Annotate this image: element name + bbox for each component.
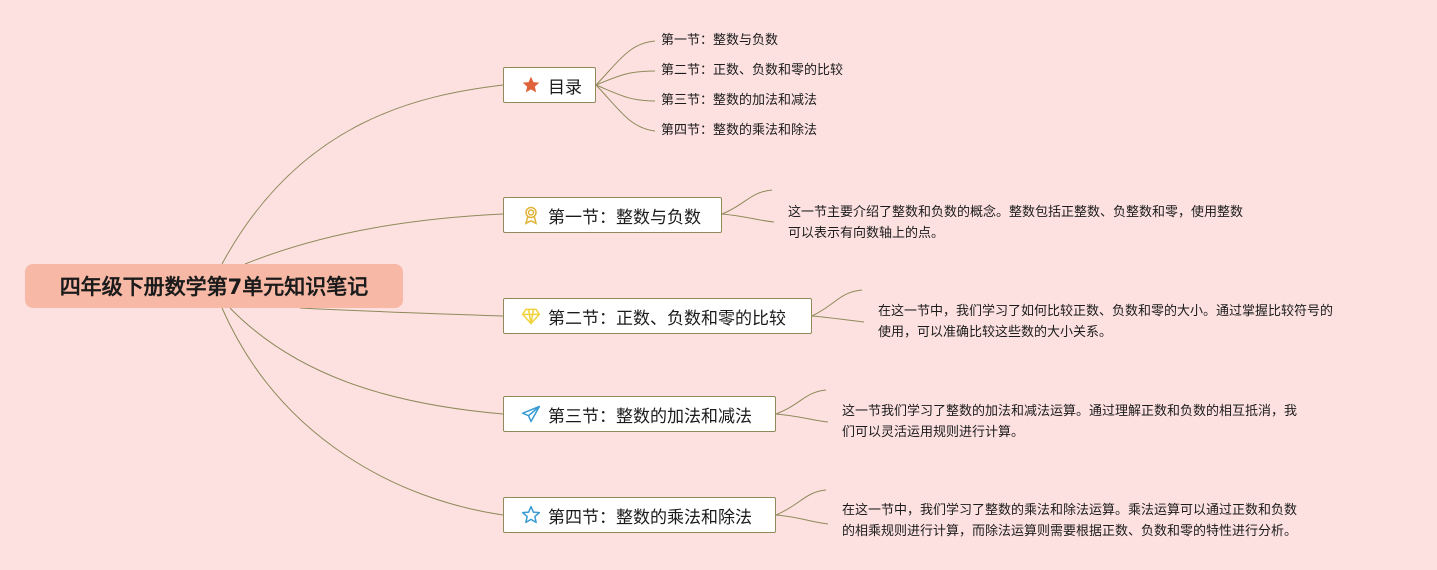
connector-s4-desc xyxy=(775,489,829,525)
connector-root-toc xyxy=(221,84,504,265)
connector-root-s3 xyxy=(229,307,504,415)
section-2-description: 在这一节中，我们学习了如何比较正数、负数和零的大小。通过掌握比较符号的 使用，可… xyxy=(878,301,1333,343)
connector-s3-desc xyxy=(775,389,829,423)
section-1-node[interactable]: 第一节：整数与负数 xyxy=(503,197,722,233)
connector-toc-4 xyxy=(595,84,656,132)
connector-s2-desc xyxy=(811,289,865,323)
section-1-desc-line-2: 可以表示有向数轴上的点。 xyxy=(788,226,945,241)
section-1-label: 第一节：整数与负数 xyxy=(548,207,701,228)
section-3-node[interactable]: 第三节：整数的加法和减法 xyxy=(503,396,776,432)
toc-item-3[interactable]: 第三节：整数的加法和减法 xyxy=(661,93,818,108)
section-2-desc-line-1: 在这一节中，我们学习了如何比较正数、负数和零的大小。通过掌握比较符号的 xyxy=(878,304,1334,319)
paper-plane-icon xyxy=(520,403,542,425)
connector-s1-desc xyxy=(721,189,775,223)
section-3-label: 第三节：整数的加法和减法 xyxy=(548,406,752,427)
section-1-description: 这一节主要介绍了整数和负数的概念。整数包括正整数、负整数和零，使用整数 可以表示… xyxy=(788,202,1243,244)
connector-root-s4 xyxy=(221,307,504,516)
connector-root-s2 xyxy=(299,307,504,317)
section-4-desc-line-1: 在这一节中，我们学习了整数的乘法和除法运算。乘法运算可以通过正数和负数 xyxy=(842,503,1298,518)
connector-root-s1 xyxy=(244,213,504,265)
medal-icon xyxy=(520,204,542,226)
connector-toc-3 xyxy=(595,84,656,102)
section-1-desc-line-1: 这一节主要介绍了整数和负数的概念。整数包括正整数、负整数和零，使用整数 xyxy=(788,205,1244,220)
section-4-label: 第四节：整数的乘法和除法 xyxy=(548,507,752,528)
section-4-description: 在这一节中，我们学习了整数的乘法和除法运算。乘法运算可以通过正数和负数 的相乘规… xyxy=(842,500,1297,542)
toc-label: 目录 xyxy=(548,77,582,98)
section-3-desc-line-2: 们可以灵活运用规则进行计算。 xyxy=(842,425,1025,440)
diamond-icon xyxy=(520,305,542,327)
section-2-label: 第二节：正数、负数和零的比较 xyxy=(548,308,786,329)
toc-item-4[interactable]: 第四节：整数的乘法和除法 xyxy=(661,123,818,138)
toc-item-1[interactable]: 第一节：整数与负数 xyxy=(661,33,779,48)
star-icon xyxy=(520,74,542,96)
root-topic[interactable]: 四年级下册数学第7单元知识笔记 xyxy=(25,264,403,308)
root-title: 四年级下册数学第7单元知识笔记 xyxy=(59,275,369,299)
section-3-desc-line-1: 这一节我们学习了整数的加法和减法运算。通过理解正数和负数的相互抵消，我 xyxy=(842,404,1298,419)
section-4-desc-line-2: 的相乘规则进行计算，而除法运算则需要根据正数、负数和零的特性进行分析。 xyxy=(842,524,1298,539)
section-3-description: 这一节我们学习了整数的加法和减法运算。通过理解正数和负数的相互抵消，我 们可以灵… xyxy=(842,401,1297,443)
toc-node[interactable]: 目录 xyxy=(503,67,596,103)
section-2-node[interactable]: 第二节：正数、负数和零的比较 xyxy=(503,298,812,334)
section-2-desc-line-2: 使用，可以准确比较这些数的大小关系。 xyxy=(878,325,1113,340)
star-outline-icon xyxy=(520,504,542,526)
toc-item-2[interactable]: 第二节：正数、负数和零的比较 xyxy=(661,63,844,78)
connector-toc-2 xyxy=(595,70,656,86)
connector-toc-1 xyxy=(595,40,656,86)
section-4-node[interactable]: 第四节：整数的乘法和除法 xyxy=(503,497,776,533)
